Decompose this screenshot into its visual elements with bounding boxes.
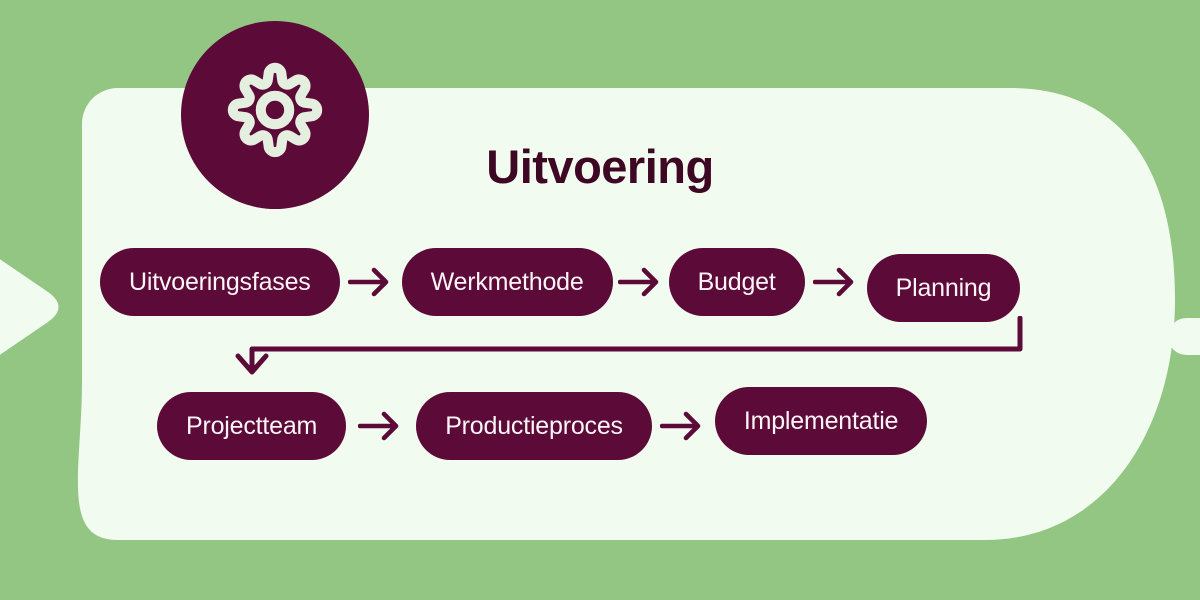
arrow-right-icon [346,411,416,441]
arrow-right-icon [652,411,715,441]
flow-node-planning[interactable]: Planning [866,254,1021,322]
flow-row-1: Uitvoeringsfases Werkmethode Budget Plan… [100,248,1021,322]
flow-node-label: Planning [895,273,992,302]
flow-row-2: Projectteam Productieproces Implementati… [157,387,928,460]
elbow-arrow-down-icon [235,316,1023,375]
flow-node-label: Productieproces [445,411,623,440]
flow-node-uitvoeringsfases[interactable]: Uitvoeringsfases [100,248,340,316]
arrow-right-icon [340,267,402,297]
gear-badge [181,21,369,209]
elbow-connector [225,316,1045,386]
flow-node-projectteam[interactable]: Projectteam [157,392,347,460]
arrow-right-icon [613,267,669,297]
gear-icon [227,62,323,158]
right-tab-shape [1168,318,1200,355]
flow-node-label: Werkmethode [430,267,584,296]
flow-node-implementatie[interactable]: Implementatie [714,387,928,455]
flow-node-label: Implementatie [743,406,899,435]
flow-node-budget[interactable]: Budget [668,248,805,316]
arrow-right-icon [805,267,867,297]
left-chevron-icon [0,259,59,355]
page-title: Uitvoering [486,140,714,193]
flow-node-label: Uitvoeringsfases [129,267,311,296]
flow-node-label: Budget [697,267,776,296]
flow-node-label: Projectteam [186,411,318,440]
flow-node-productieproces[interactable]: Productieproces [416,392,652,460]
flow-node-werkmethode[interactable]: Werkmethode [401,248,613,316]
